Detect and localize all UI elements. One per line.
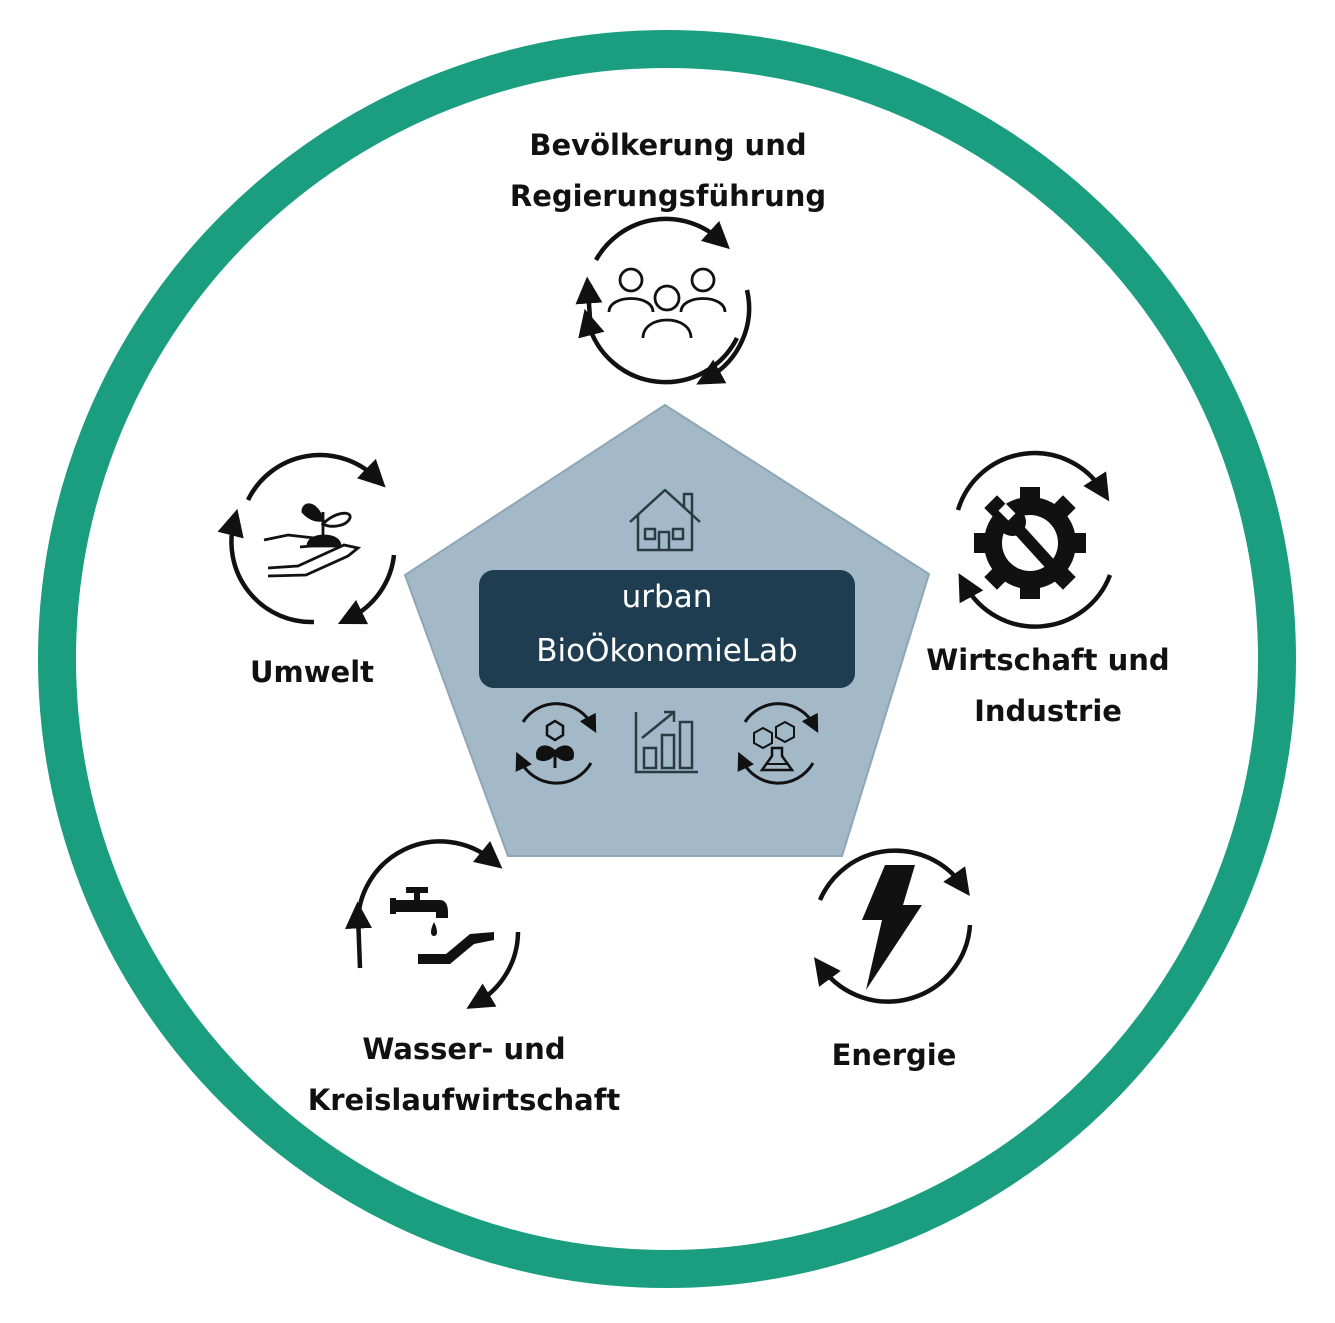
gear-wrench-icon (974, 487, 1086, 599)
economy-cycle (955, 450, 1113, 629)
label-water-line2: Kreislaufwirtschaft (307, 1083, 621, 1117)
house-icon (629, 488, 701, 552)
label-water: Wasser- und Kreislaufwirtschaft (284, 1024, 644, 1126)
people-group-icon (607, 267, 727, 339)
energy-cycle (814, 848, 973, 1004)
plant-hand-icon (263, 503, 362, 578)
label-population-line2: Regierungsführung (509, 179, 827, 213)
outer-ring (38, 30, 1296, 1288)
environment-cycle (217, 452, 397, 625)
lab-title-line1: urban (621, 579, 713, 615)
label-economy: Wirtschaft und Industrie (898, 635, 1198, 737)
label-environment-line1: Umwelt (249, 655, 375, 689)
label-energy: Energie (794, 1030, 994, 1081)
label-population: Bevölkerung und Regierungsführung (468, 120, 868, 222)
label-economy-line1: Wirtschaft und (926, 643, 1170, 677)
lab-title-box: urban BioÖkonomieLab (479, 570, 855, 688)
label-population-line1: Bevölkerung und (529, 128, 807, 162)
label-environment: Umwelt (212, 647, 412, 698)
lab-title-line2: BioÖkonomieLab (536, 633, 798, 669)
water-cycle (345, 839, 521, 1009)
lightning-icon (862, 865, 922, 990)
growth-chart-icon (634, 710, 698, 774)
population-cycle (575, 216, 752, 385)
water-tap-hand-icon (390, 887, 494, 964)
label-energy-line1: Energie (831, 1038, 957, 1072)
chemistry-cycle-icon (737, 702, 819, 785)
label-water-line1: Wasser- und (362, 1032, 566, 1066)
bio-cycle-icon (515, 702, 597, 785)
label-economy-line2: Industrie (974, 694, 1122, 728)
